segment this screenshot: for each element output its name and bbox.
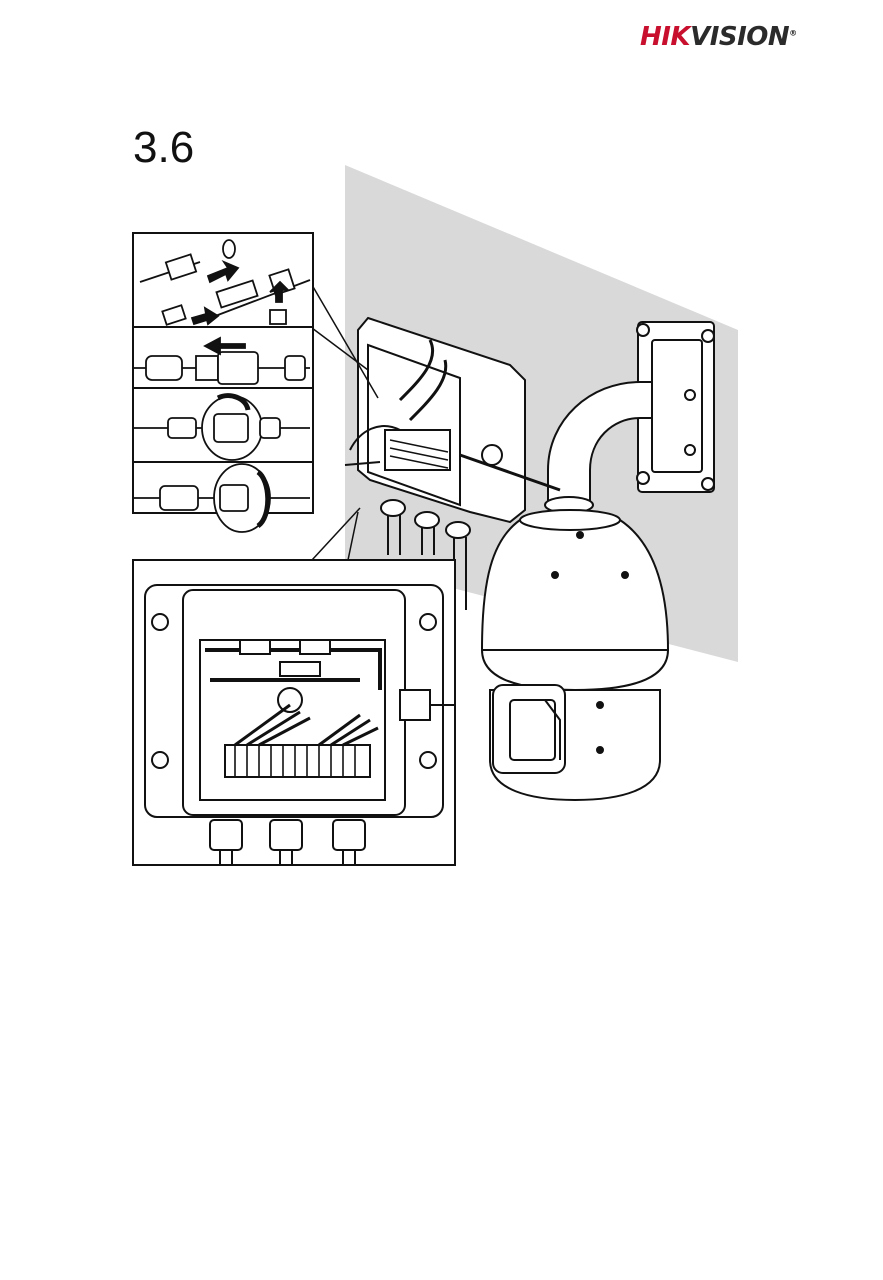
ptz-camera xyxy=(482,510,668,800)
detail-view-panel xyxy=(133,560,455,865)
